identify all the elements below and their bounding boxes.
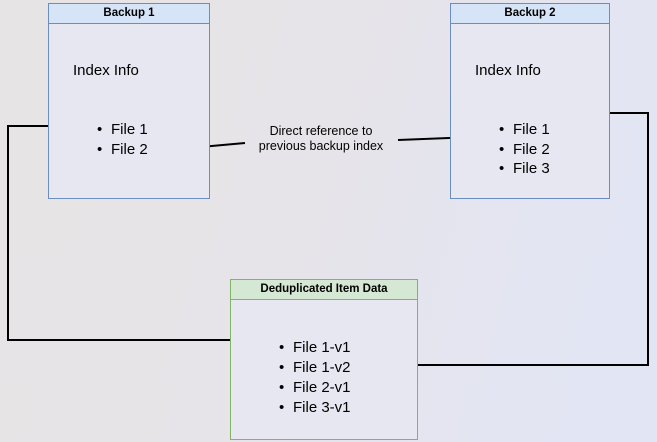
node-backup-2-header: Backup 2: [451, 4, 609, 24]
list-item: File 1-v1: [279, 338, 351, 358]
list-item: File 1-v2: [279, 358, 351, 378]
backup-2-index-info-label: Index Info: [475, 62, 541, 79]
list-item: File 2: [97, 140, 148, 160]
backup-1-index-info-label: Index Info: [73, 62, 139, 79]
edge-label-line-1: Direct reference to: [269, 124, 373, 138]
node-dedup-header: Deduplicated Item Data: [231, 280, 417, 300]
node-dedup-body: File 1-v1 File 1-v2 File 2-v1 File 3-v1: [231, 300, 417, 439]
backup-2-file-list: File 1 File 2 File 3: [499, 120, 550, 179]
list-item: File 2-v1: [279, 378, 351, 398]
edge-label-direct-reference: Direct reference to previous backup inde…: [246, 124, 396, 154]
node-backup-1[interactable]: Backup 1 Index Info File 1 File 2: [48, 3, 210, 199]
node-deduplicated-item-data[interactable]: Deduplicated Item Data File 1-v1 File 1-…: [230, 279, 418, 440]
node-backup-2[interactable]: Backup 2 Index Info File 1 File 2 File 3: [450, 3, 610, 199]
node-backup-1-body: Index Info File 1 File 2: [49, 24, 209, 198]
node-backup-2-body: Index Info File 1 File 2 File 3: [451, 24, 609, 198]
node-backup-1-header: Backup 1: [49, 4, 209, 24]
dedup-item-list: File 1-v1 File 1-v2 File 2-v1 File 3-v1: [279, 338, 351, 418]
edge-label-line-2: previous backup index: [258, 139, 384, 153]
list-item: File 1: [499, 120, 550, 140]
list-item: File 1: [97, 120, 148, 140]
backup-1-file-list: File 1 File 2: [97, 120, 148, 159]
list-item: File 3-v1: [279, 398, 351, 418]
list-item: File 3: [499, 159, 550, 179]
list-item: File 2: [499, 140, 550, 160]
